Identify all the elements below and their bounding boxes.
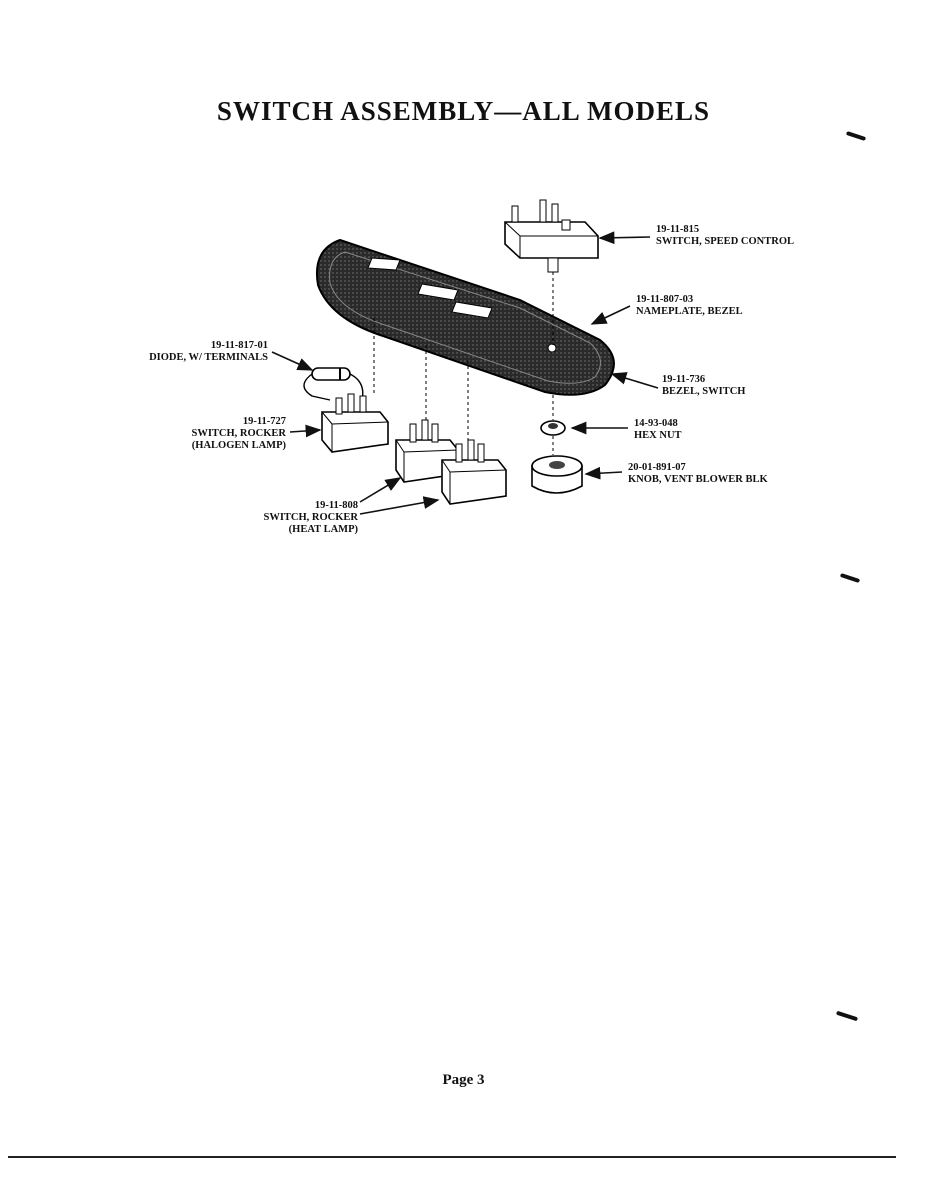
part-description: SWITCH, ROCKER	[191, 428, 286, 439]
part-number: 19-11-736	[662, 374, 706, 385]
knob	[531, 455, 583, 494]
part-number: 19-11-817-01	[210, 340, 268, 351]
part-number: 20-01-891-07	[628, 462, 686, 473]
part-description: NAMEPLATE, BEZEL	[636, 306, 743, 317]
callout-nameplate: 19-11-807-03 NAMEPLATE, BEZEL	[636, 294, 743, 318]
heat-rocker-switch-2	[441, 360, 507, 505]
footer-rule	[8, 1156, 896, 1158]
part-number: 14-93-048	[634, 418, 678, 429]
leader-arrows	[271, 231, 659, 515]
part-number: 19-11-815	[656, 224, 700, 235]
callout-speed-control: 19-11-815 SWITCH, SPEED CONTROL	[656, 224, 794, 248]
callout-knob: 20-01-891-07 KNOB, VENT BLOWER BLK	[628, 462, 768, 486]
part-number: 19-11-727	[242, 416, 286, 427]
speed-control-switch	[504, 199, 599, 345]
hex-nut	[540, 395, 566, 455]
part-note: (HEAT LAMP)	[288, 524, 358, 535]
part-description: KNOB, VENT BLOWER BLK	[628, 474, 768, 485]
part-description: BEZEL, SWITCH	[662, 386, 746, 397]
page-title: SWITCH ASSEMBLY—ALL MODELS	[216, 96, 711, 126]
callout-heat-rocker: 19-11-808 SWITCH, ROCKER (HEAT LAMP)	[230, 500, 358, 536]
callout-bezel: 19-11-736 BEZEL, SWITCH	[662, 374, 745, 398]
part-description: HEX NUT	[634, 430, 682, 441]
callout-hex-nut: 14-93-048 HEX NUT	[634, 418, 682, 442]
bezel-plate	[316, 238, 615, 396]
halogen-rocker-switch	[321, 318, 389, 453]
part-number: 19-11-807-03	[636, 294, 694, 305]
callout-halogen-rocker: 19-11-727 SWITCH, ROCKER (HALOGEN LAMP)	[140, 416, 286, 452]
part-number: 19-11-808	[314, 500, 358, 511]
part-note: (HALOGEN LAMP)	[191, 440, 286, 451]
callout-diode: 19-11-817-01 DIODE, W/ TERMINALS	[118, 340, 268, 364]
page-number: Page 3	[442, 1072, 485, 1088]
part-description: SWITCH, ROCKER	[263, 512, 358, 523]
part-description: DIODE, W/ TERMINALS	[149, 352, 268, 363]
part-description: SWITCH, SPEED CONTROL	[656, 236, 794, 247]
